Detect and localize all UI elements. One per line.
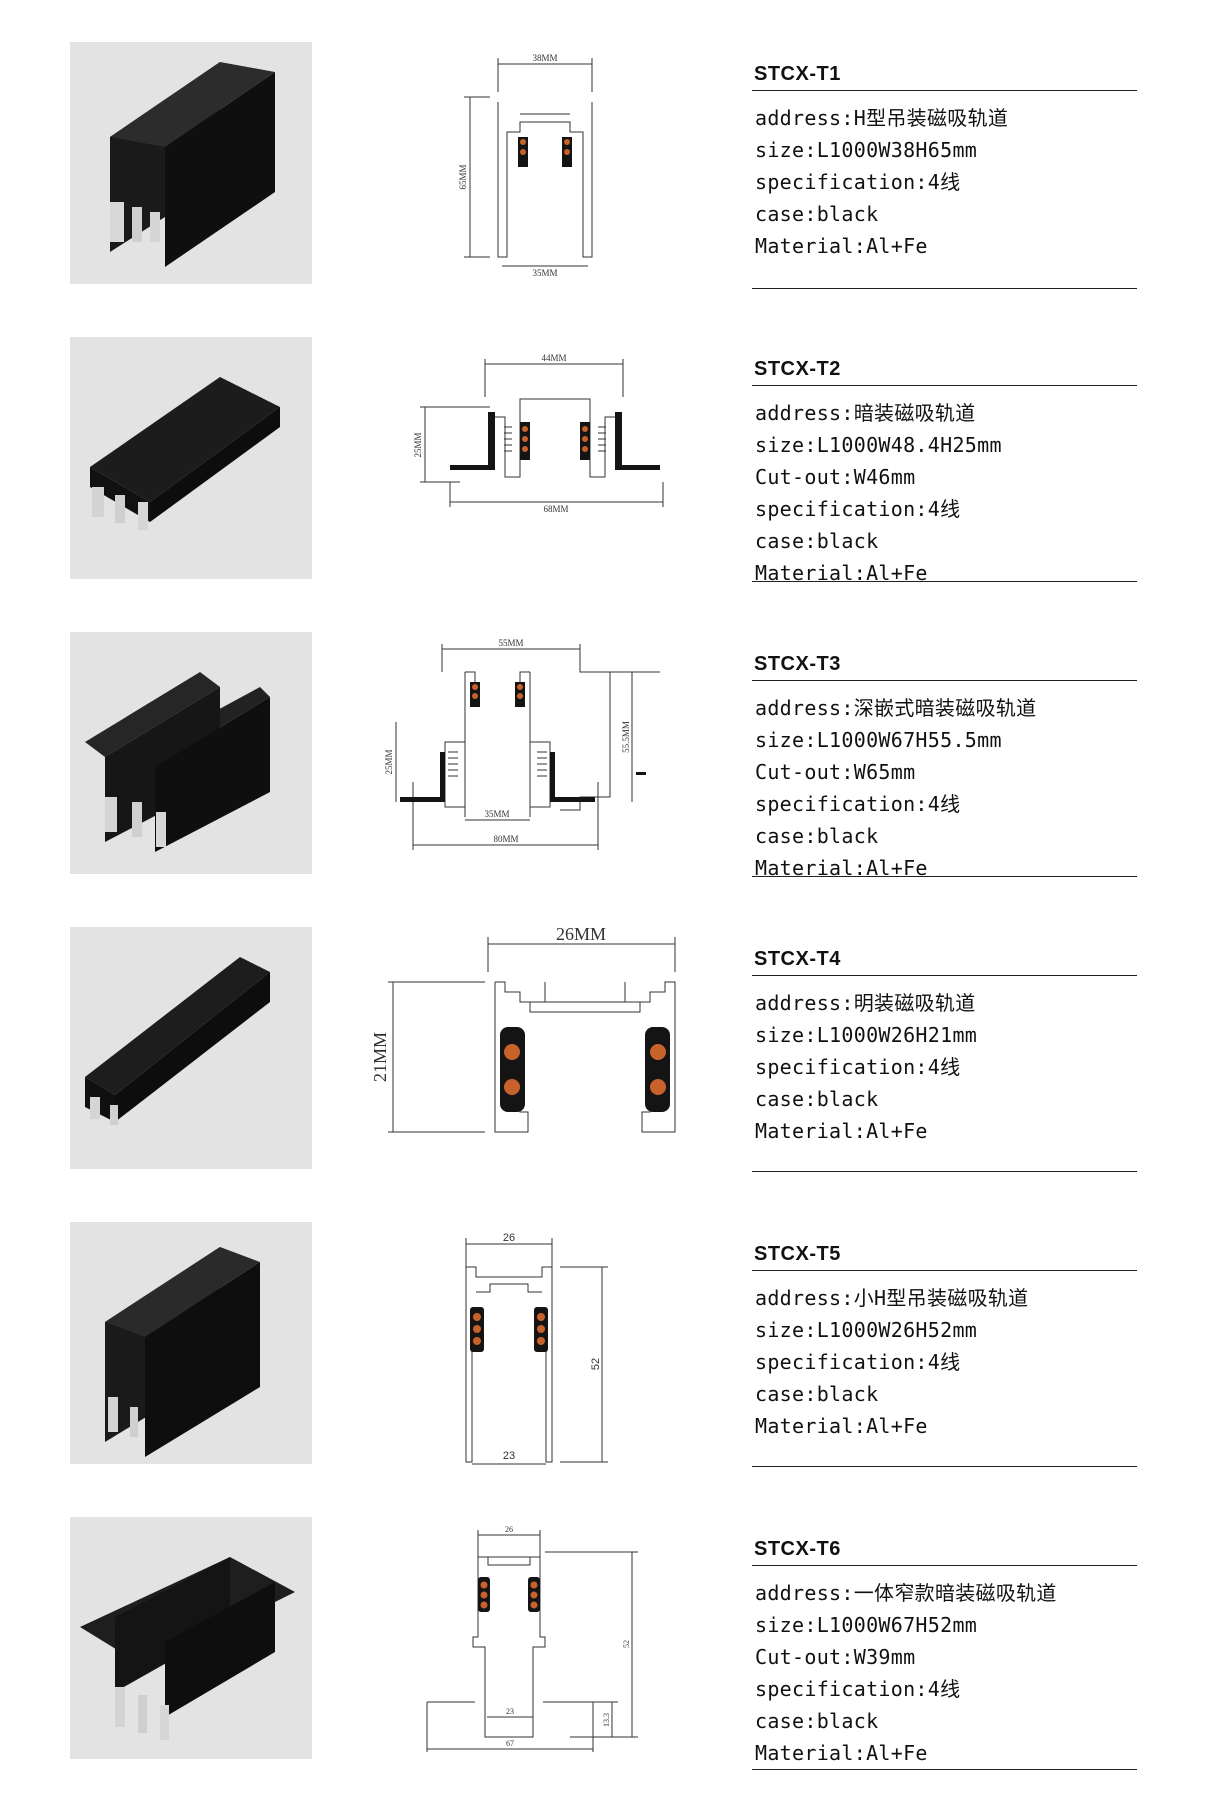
dim-top: 38MM bbox=[532, 53, 557, 63]
size-line: size:L1000W67H52mm bbox=[755, 1613, 978, 1637]
cutout-line: Cut-out:W46mm bbox=[755, 465, 916, 489]
technical-drawing: 55MM 25MM 55.5MM 35MM 80MM bbox=[370, 632, 700, 882]
dim-inner: 23 bbox=[506, 1707, 514, 1716]
case-line: case:black bbox=[755, 1709, 879, 1733]
specification-line: specification:4线 bbox=[755, 497, 961, 521]
product-row-t6: 26 52 13.3 23 67 STCX-T6 address:一体窄款暗装磁… bbox=[0, 1517, 1231, 1812]
product-row-t4: 26MM 21MM STCX-T4 address:明装磁吸轨道 size:L1… bbox=[0, 927, 1231, 1222]
product-photo bbox=[70, 42, 312, 284]
specification-line: specification:4线 bbox=[755, 1055, 961, 1079]
divider bbox=[752, 1270, 1137, 1271]
specification-line: specification:4线 bbox=[755, 1350, 961, 1374]
product-photo bbox=[70, 1517, 312, 1759]
dim-inner: 35MM bbox=[484, 809, 509, 819]
spec-block: STCX-T4 address:明装磁吸轨道 size:L1000W26H21m… bbox=[752, 947, 1137, 1172]
dim-side: 52 bbox=[590, 1358, 602, 1370]
product-row-t3: 55MM 25MM 55.5MM 35MM 80MM STCX-T3 addre… bbox=[0, 632, 1231, 927]
divider bbox=[752, 876, 1137, 877]
dim-bottom: 67 bbox=[506, 1739, 514, 1748]
divider bbox=[752, 680, 1137, 681]
divider bbox=[752, 1171, 1137, 1172]
product-photo bbox=[70, 337, 312, 579]
technical-drawing: 44MM 25MM 68MM bbox=[370, 337, 700, 587]
product-row-t5: 26 52 23 STCX-T5 address:小H型吊装磁吸轨道 size:… bbox=[0, 1222, 1231, 1517]
case-line: case:black bbox=[755, 824, 879, 848]
dim-top: 26 bbox=[505, 1525, 513, 1534]
divider bbox=[752, 1565, 1137, 1566]
address-line: address:明装磁吸轨道 bbox=[755, 991, 976, 1015]
specification-line: specification:4线 bbox=[755, 1677, 961, 1701]
dim-bottom: 80MM bbox=[493, 834, 518, 844]
size-line: size:L1000W26H52mm bbox=[755, 1318, 978, 1342]
size-line: size:L1000W67H55.5mm bbox=[755, 728, 1002, 752]
case-line: case:black bbox=[755, 529, 879, 553]
specification-line: specification:4线 bbox=[755, 170, 961, 194]
spec-block: STCX-T6 address:一体窄款暗装磁吸轨道 size:L1000W67… bbox=[752, 1537, 1137, 1770]
address-line: address:暗装磁吸轨道 bbox=[755, 401, 976, 425]
divider bbox=[752, 975, 1137, 976]
material-line: Material:Al+Fe bbox=[755, 1119, 928, 1143]
dim-left: 25MM bbox=[384, 749, 394, 774]
product-row-t2: 44MM 25MM 68MM STCX-T2 address:暗装磁吸轨道 si… bbox=[0, 337, 1231, 632]
technical-drawing: 38MM 65MM 35MM bbox=[370, 42, 700, 292]
address-line: address:深嵌式暗装磁吸轨道 bbox=[755, 696, 1037, 720]
dim-bottom: 35MM bbox=[532, 268, 557, 278]
material-line: Material:Al+Fe bbox=[755, 1741, 928, 1765]
cutout-line: Cut-out:W65mm bbox=[755, 760, 916, 784]
size-line: size:L1000W38H65mm bbox=[755, 138, 978, 162]
product-photo bbox=[70, 927, 312, 1169]
dim-side: 52 bbox=[622, 1640, 631, 1648]
cutout-line: Cut-out:W39mm bbox=[755, 1645, 916, 1669]
dim-side: 25MM bbox=[413, 432, 423, 457]
case-line: case:black bbox=[755, 202, 879, 226]
divider bbox=[752, 288, 1137, 289]
dim-small: 13.3 bbox=[602, 1713, 611, 1727]
dim-side: 65MM bbox=[458, 164, 468, 189]
model-name: STCX-T2 bbox=[754, 358, 841, 380]
address-line: address:H型吊装磁吸轨道 bbox=[755, 106, 1009, 130]
model-name: STCX-T4 bbox=[754, 948, 841, 970]
case-line: case:black bbox=[755, 1087, 879, 1111]
model-name: STCX-T5 bbox=[754, 1243, 841, 1265]
technical-drawing: 26MM 21MM bbox=[370, 927, 700, 1177]
dim-right: 55.5MM bbox=[621, 721, 631, 753]
technical-drawing: 26 52 13.3 23 67 bbox=[370, 1517, 700, 1767]
spec-block: STCX-T2 address:暗装磁吸轨道 size:L1000W48.4H2… bbox=[752, 357, 1137, 589]
divider bbox=[752, 1466, 1137, 1467]
product-row-t1: 38MM 65MM 35MM STCX-T1 address:H型吊装磁吸轨道 … bbox=[0, 42, 1231, 337]
material-line: Material:Al+Fe bbox=[755, 561, 928, 585]
dim-top: 55MM bbox=[498, 638, 523, 648]
material-line: Material:Al+Fe bbox=[755, 234, 928, 258]
spec-block: STCX-T5 address:小H型吊装磁吸轨道 size:L1000W26H… bbox=[752, 1242, 1137, 1467]
address-line: address:一体窄款暗装磁吸轨道 bbox=[755, 1581, 1057, 1605]
dim-top: 26MM bbox=[556, 927, 606, 944]
size-line: size:L1000W26H21mm bbox=[755, 1023, 978, 1047]
material-line: Material:Al+Fe bbox=[755, 856, 928, 880]
dim-bottom: 68MM bbox=[543, 504, 568, 514]
dim-top: 26 bbox=[503, 1232, 515, 1244]
divider bbox=[752, 1769, 1137, 1770]
dim-side: 21MM bbox=[370, 1032, 390, 1082]
divider bbox=[752, 385, 1137, 386]
model-name: STCX-T3 bbox=[754, 653, 841, 675]
technical-drawing: 26 52 23 bbox=[370, 1222, 700, 1472]
divider bbox=[752, 90, 1137, 91]
product-photo bbox=[70, 632, 312, 874]
spec-block: STCX-T1 address:H型吊装磁吸轨道 size:L1000W38H6… bbox=[752, 62, 1137, 289]
address-line: address:小H型吊装磁吸轨道 bbox=[755, 1286, 1029, 1310]
model-name: STCX-T1 bbox=[754, 63, 841, 85]
spec-block: STCX-T3 address:深嵌式暗装磁吸轨道 size:L1000W67H… bbox=[752, 652, 1137, 884]
size-line: size:L1000W48.4H25mm bbox=[755, 433, 1002, 457]
dim-top: 44MM bbox=[541, 353, 566, 363]
divider bbox=[752, 581, 1137, 582]
dim-bottom: 23 bbox=[503, 1450, 515, 1462]
model-name: STCX-T6 bbox=[754, 1538, 841, 1560]
case-line: case:black bbox=[755, 1382, 879, 1406]
specification-line: specification:4线 bbox=[755, 792, 961, 816]
material-line: Material:Al+Fe bbox=[755, 1414, 928, 1438]
product-photo bbox=[70, 1222, 312, 1464]
